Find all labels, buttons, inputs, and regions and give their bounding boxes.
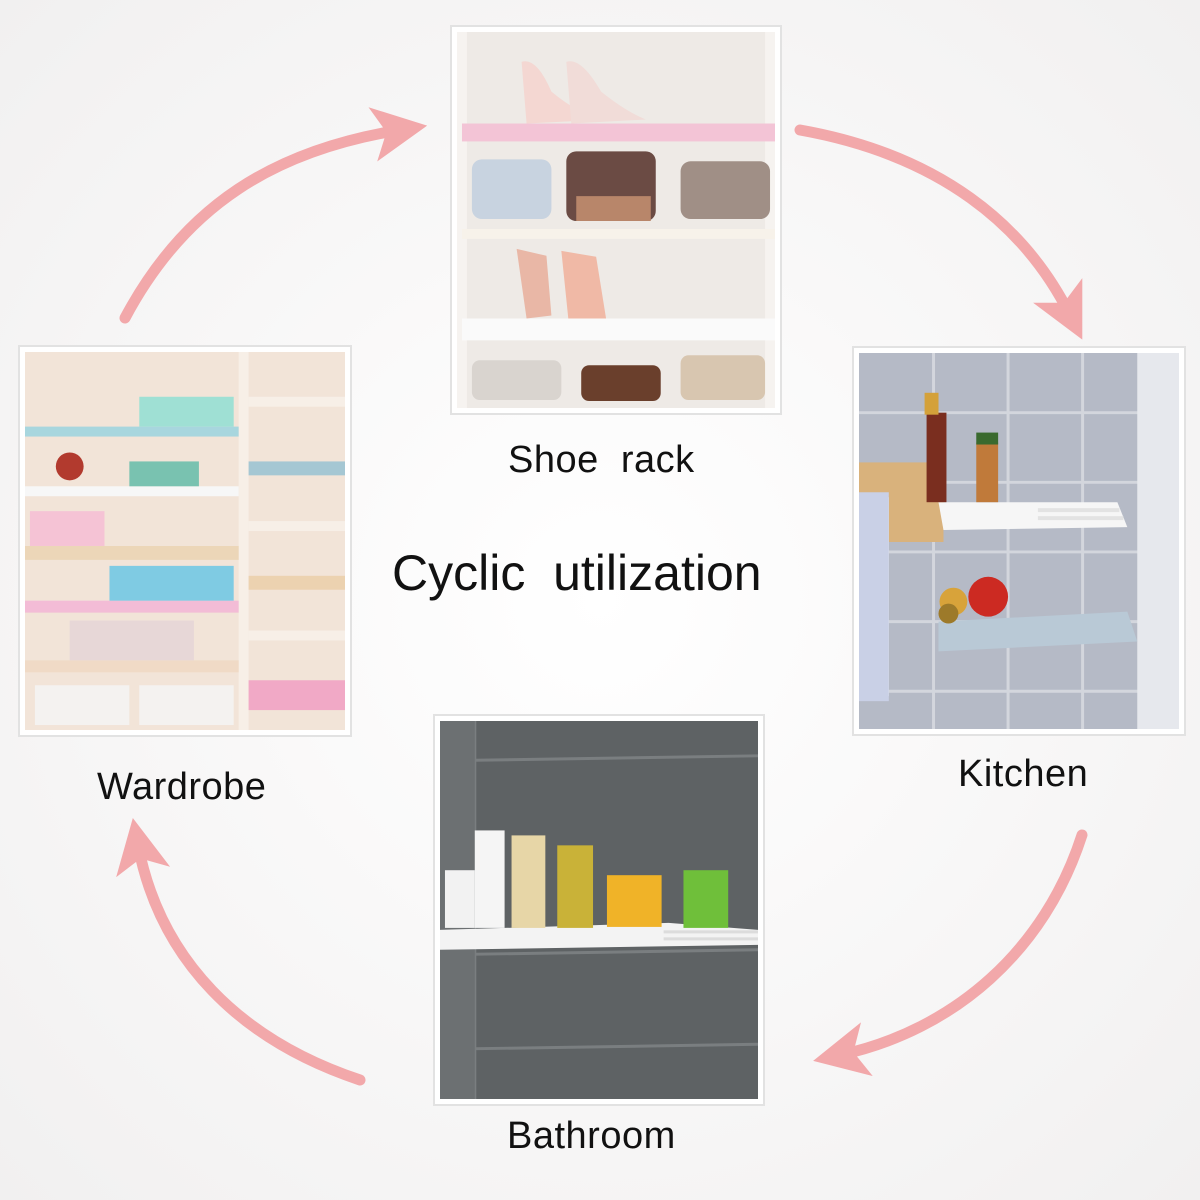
kitchen-shelf-photo-icon [859, 353, 1179, 729]
shoe-rack-label: Shoe rack [508, 439, 695, 481]
wardrobe-shelf-photo-icon [25, 352, 345, 730]
bathroom-label: Bathroom [507, 1115, 676, 1157]
kitchen-label: Kitchen [958, 753, 1089, 795]
arrow-shoe-rack-to-kitchen [794, 124, 1083, 340]
arrow-wardrobe-to-shoe-rack [119, 107, 428, 324]
wardrobe-photo [18, 345, 352, 737]
arrow-kitchen-to-bathroom [813, 829, 1088, 1077]
arrow-bathroom-to-wardrobe [116, 817, 366, 1086]
shoe-rack-photo [450, 25, 782, 415]
wardrobe-label: Wardrobe [97, 766, 267, 808]
shoe-shelf-photo-icon [457, 32, 775, 408]
page-title: Cyclic utilization [392, 545, 762, 601]
bathroom-photo [433, 714, 765, 1106]
kitchen-photo [852, 346, 1186, 736]
bathroom-shelf-photo-icon [440, 721, 758, 1099]
